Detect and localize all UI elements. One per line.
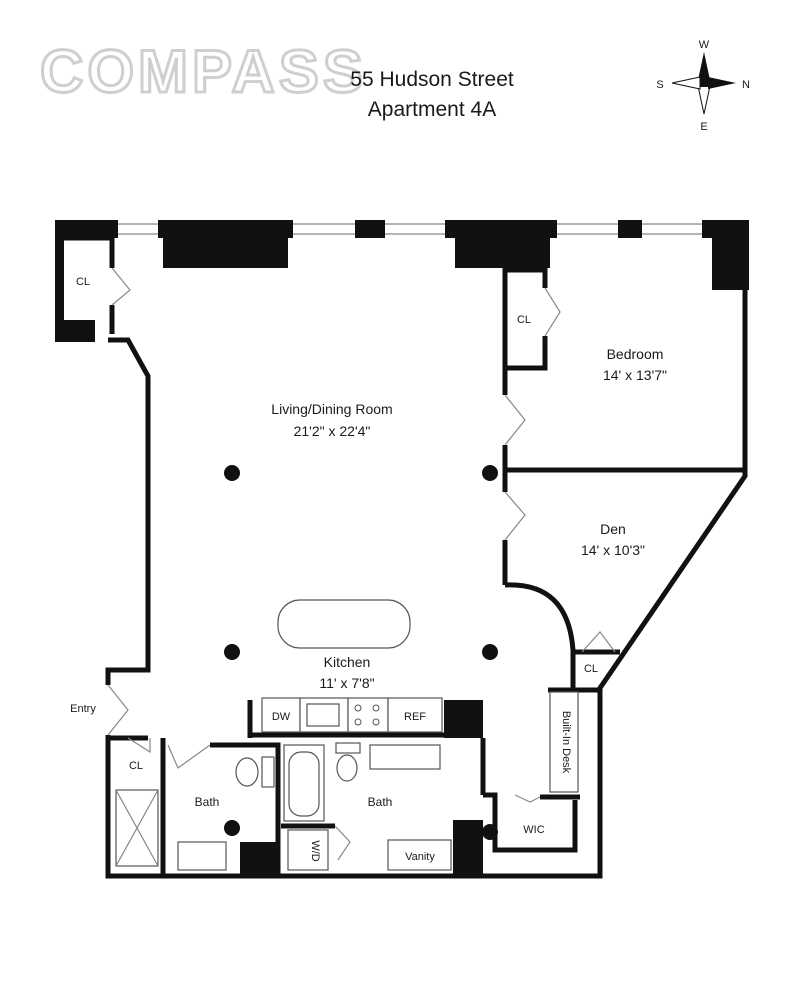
compass-w: W <box>699 39 710 51</box>
compass-rose-icon: W S N E <box>656 39 750 133</box>
interior-walls <box>64 235 745 876</box>
compass-logo: COMPASS <box>40 38 367 105</box>
living-dims: 21'2" x 22'4" <box>294 423 371 439</box>
unit-line: Apartment 4A <box>368 98 496 121</box>
kitchen-name: Kitchen <box>324 654 371 670</box>
compass-n: N <box>742 79 750 91</box>
refrigerator-label: REF <box>404 711 426 723</box>
wic-label: WIC <box>523 824 544 836</box>
built-in-desk-label: Built-In Desk <box>560 711 572 774</box>
den-name: Den <box>600 521 626 537</box>
address-line: 55 Hudson Street <box>350 68 514 91</box>
bath-label: Bath <box>368 795 393 809</box>
vanity-label: Vanity <box>405 851 435 863</box>
compass-e: E <box>700 121 707 133</box>
closet-label: CL <box>584 663 598 675</box>
kitchen-island <box>277 599 411 649</box>
den-dims: 14' x 10'3" <box>581 542 645 558</box>
living-name: Living/Dining Room <box>271 401 392 417</box>
fixtures <box>115 599 579 871</box>
dishwasher-label: DW <box>272 711 291 723</box>
bedroom-name: Bedroom <box>607 346 664 362</box>
closet-label: CL <box>517 314 531 326</box>
closet-label: CL <box>76 276 90 288</box>
compass-s: S <box>656 79 663 91</box>
bedroom-dims: 14' x 13'7" <box>603 367 667 383</box>
room-labels: CL CL Bedroom 14' x 13'7" Living/Dining … <box>70 276 667 863</box>
closet-label: CL <box>129 760 143 772</box>
kitchen-dims: 11' x 7'8" <box>319 675 374 691</box>
bath-label: Bath <box>195 795 220 809</box>
washer-dryer-label: W/D <box>309 840 321 861</box>
columns <box>224 465 498 840</box>
entry-label: Entry <box>70 703 96 715</box>
doors <box>107 267 616 861</box>
